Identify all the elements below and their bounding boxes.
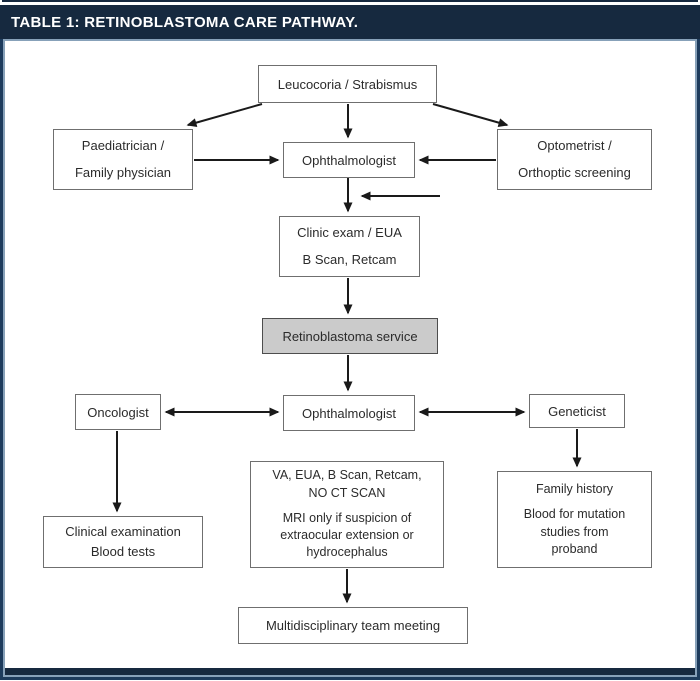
- node-label-part2: Blood for mutation studies from proband: [523, 507, 626, 556]
- frame-outer-border: [0, 39, 700, 680]
- bottom-rule: [5, 668, 695, 675]
- node-clinical-examination-blood-tests: Clinical examination Blood tests: [43, 516, 203, 568]
- node-ophthalmologist-service: Ophthalmologist: [283, 395, 415, 431]
- table-header: TABLE 1: RETINOBLASTOMA CARE PATHWAY.: [0, 5, 700, 39]
- node-label: Ophthalmologist: [302, 152, 396, 168]
- node-label: Clinic exam / EUA B Scan, Retcam: [297, 224, 402, 267]
- node-paediatrician-family-physician: Paediatrician / Family physician: [53, 129, 193, 190]
- node-multidisciplinary-team-meeting: Multidisciplinary team meeting: [238, 607, 468, 644]
- node-label: Retinoblastoma service: [282, 328, 418, 344]
- node-leucocoria-strabismus: Leucocoria / Strabismus: [258, 65, 437, 103]
- node-geneticist: Geneticist: [529, 394, 625, 428]
- node-label: Paediatrician / Family physician: [74, 137, 172, 180]
- node-label: Optometrist / Orthoptic screening: [518, 137, 631, 180]
- node-va-eua-no-ct-scan: VA, EUA, B Scan, Retcam, NO CT SCAN MRI …: [250, 461, 444, 568]
- node-oncologist: Oncologist: [75, 394, 161, 430]
- node-label: Geneticist: [548, 403, 606, 419]
- node-clinic-exam-eua: Clinic exam / EUA B Scan, Retcam: [279, 216, 420, 277]
- frame-inner-border: [3, 39, 697, 677]
- top-rule: [2, 0, 698, 2]
- node-ophthalmologist-referral: Ophthalmologist: [283, 142, 415, 178]
- node-label-part1: Family history: [535, 482, 614, 496]
- table-title: TABLE 1: RETINOBLASTOMA CARE PATHWAY.: [11, 13, 359, 31]
- node-label: Leucocoria / Strabismus: [277, 76, 418, 92]
- node-family-history-mutation-studies: Family history Blood for mutation studie…: [497, 471, 652, 568]
- node-label: Clinical examination Blood tests: [65, 523, 181, 559]
- node-optometrist-orthoptic-screening: Optometrist / Orthoptic screening: [497, 129, 652, 190]
- node-label-part2: MRI only if suspicion of extraocular ext…: [280, 510, 414, 560]
- node-label: Ophthalmologist: [302, 405, 396, 421]
- node-label: Oncologist: [87, 404, 149, 420]
- node-retinoblastoma-service: Retinoblastoma service: [262, 318, 438, 354]
- node-label-part1: VA, EUA, B Scan, Retcam, NO CT SCAN: [272, 468, 422, 500]
- node-label: Multidisciplinary team meeting: [265, 618, 441, 633]
